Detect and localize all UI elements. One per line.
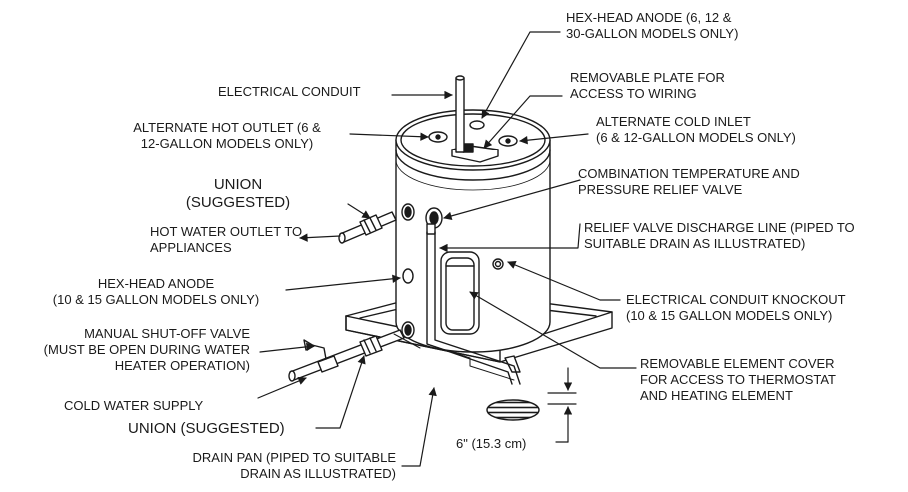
label-electrical-conduit: ELECTRICAL CONDUIT <box>218 84 361 99</box>
top-fittings <box>428 75 518 163</box>
label-conduit-knockout: ELECTRICAL CONDUIT KNOCKOUT (10 & 15 GAL… <box>626 292 846 323</box>
conduit-knockout <box>492 258 504 270</box>
label-dimension: 6" (15.3 cm) <box>456 436 527 451</box>
label-element-cover: REMOVABLE ELEMENT COVER FOR ACCESS TO TH… <box>640 356 836 403</box>
floor-drain <box>486 399 540 421</box>
label-alt-cold-inlet: ALTERNATE COLD INLET (6 & 12-GALLON MODE… <box>596 114 796 145</box>
label-alt-hot-outlet: ALTERNATE HOT OUTLET (6 & 12-GALLON MODE… <box>133 120 321 151</box>
discharge-line <box>426 231 521 385</box>
label-hex-anode-top: HEX-HEAD ANODE (6, 12 & 30-GALLON MODELS… <box>566 10 739 41</box>
label-discharge-line: RELIEF VALVE DISCHARGE LINE (PIPED TO SU… <box>584 220 855 251</box>
label-removable-plate: REMOVABLE PLATE FOR ACCESS TO WIRING <box>570 70 725 101</box>
label-drain-pan: DRAIN PAN (PIPED TO SUITABLE DRAIN AS IL… <box>192 450 396 481</box>
leader-lines <box>257 31 637 467</box>
label-union-bottom: UNION (SUGGESTED) <box>128 420 285 437</box>
label-hex-anode-side: HEX-HEAD ANODE (10 & 15 GALLON MODELS ON… <box>52 276 260 307</box>
element-cover <box>440 251 480 335</box>
hot-outlet-pipe <box>338 203 415 244</box>
label-tp-valve: COMBINATION TEMPERATURE AND PRESSURE REL… <box>578 166 800 197</box>
side-anode-port <box>402 268 414 284</box>
label-shutoff-valve: MANUAL SHUT-OFF VALVE (MUST BE OPEN DURI… <box>43 326 250 373</box>
cold-supply-pipe <box>288 321 421 382</box>
label-union-top: UNION (SUGGESTED) <box>185 176 291 211</box>
tp-valve <box>425 207 443 235</box>
label-cold-water-supply: COLD WATER SUPPLY <box>64 398 204 413</box>
label-hot-water-outlet: HOT WATER OUTLET TO APPLIANCES <box>150 224 303 255</box>
dimension-marks <box>547 367 577 443</box>
